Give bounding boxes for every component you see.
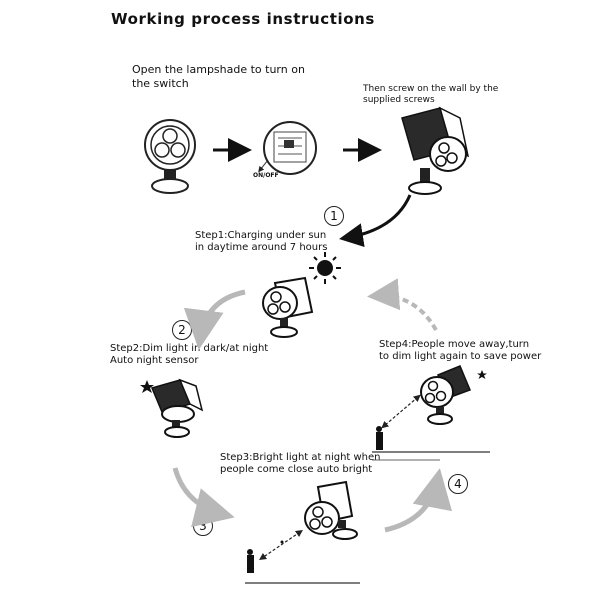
step-4-text: Step4:People move away,turn to dim light… (379, 339, 542, 362)
distance-arrow-icon (259, 529, 303, 561)
lamp-solar-side-icon (401, 106, 470, 195)
step-1-text: Step1:Charging under sun in daytime arou… (195, 230, 328, 253)
curved-arrow-icon (384, 468, 453, 533)
star-icon (140, 380, 154, 393)
person-icon (376, 426, 383, 450)
lamp-open-switch-icon (258, 121, 317, 175)
sun-icon (309, 252, 341, 284)
curved-arrow-icon (339, 194, 412, 247)
curved-arrow-icon (183, 289, 246, 350)
on-off-label: ON/OFF (253, 172, 279, 179)
distance-arrow-icon (381, 394, 421, 429)
small-moon-star-icon (268, 534, 284, 544)
lamp-bright-icon (304, 480, 358, 540)
lamp-dim-again-icon (420, 365, 471, 425)
open-lampshade-instruction: Open the lampshade to turn on the switch (132, 63, 305, 90)
person-icon (247, 549, 254, 573)
curved-arrow-icon (172, 467, 235, 528)
step-1-number: 1 (324, 206, 344, 226)
moon-star-icon (477, 365, 508, 387)
screw-wall-instruction: Then screw on the wall by the supplied s… (363, 84, 499, 105)
moon-icon (118, 372, 130, 396)
lamp-dim-icon (150, 378, 204, 438)
step-3-text: Step3:Bright light at night when people … (220, 452, 381, 475)
lamp-front-icon (144, 119, 196, 194)
curved-arrow-icon (367, 278, 438, 331)
lamp-charging-icon (262, 276, 314, 338)
page-title: Working process instructions (111, 10, 375, 28)
